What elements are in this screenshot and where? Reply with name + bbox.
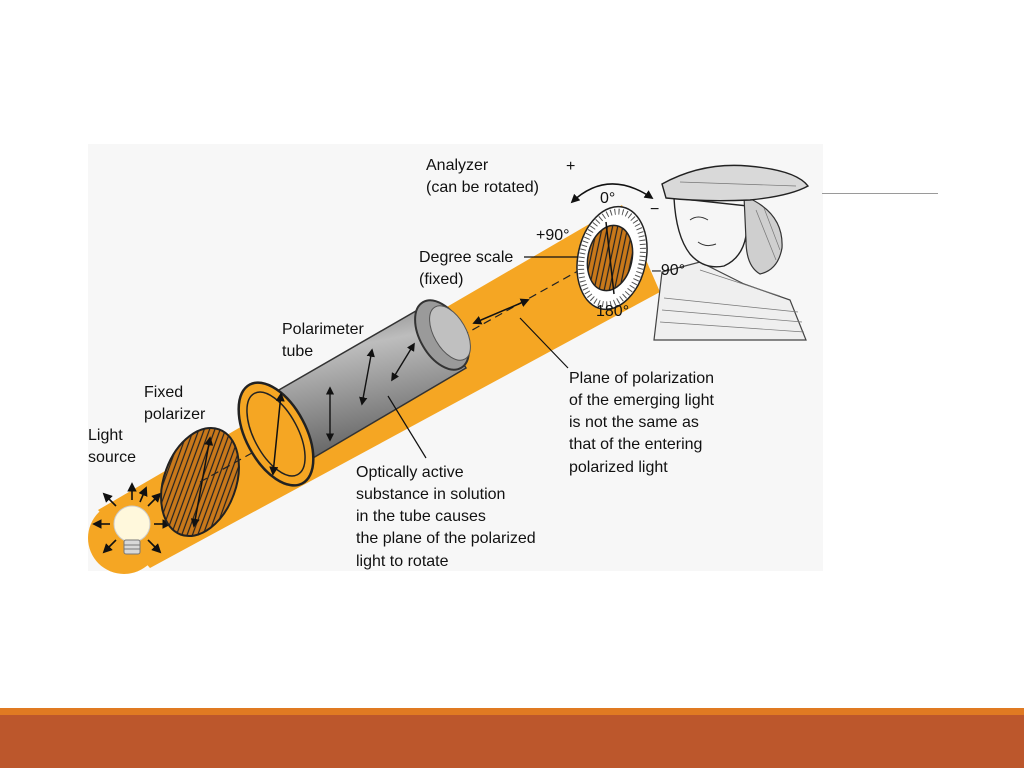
label-degree-scale-line2: (fixed) — [419, 271, 463, 288]
title-rule — [822, 193, 938, 194]
emerging-light-arrow — [472, 298, 530, 325]
plane-polarization-leader — [519, 317, 569, 369]
label-optically-active-line1: Optically active — [356, 464, 464, 481]
label-polarimeter-tube: Polarimeter tube — [282, 321, 364, 360]
label-degree-scale-line1: Degree scale — [419, 249, 513, 266]
observer-portrait — [653, 164, 810, 341]
analyzer — [576, 205, 648, 311]
footer-bar — [0, 715, 1024, 768]
label-light-source-line2: source — [88, 449, 136, 466]
label-light-source-line1: Light — [88, 427, 123, 444]
label-fixed-polarizer: Fixed polarizer — [144, 384, 206, 423]
label-plane-polarization-line3: is not the same as — [569, 414, 699, 431]
label-deg-0: 0° — [600, 190, 615, 207]
label-analyzer-line2: (can be rotated) — [426, 179, 539, 196]
label-plane-polarization-line1: Plane of polarization — [569, 370, 714, 387]
label-optically-active-line5: light to rotate — [356, 553, 449, 570]
label-deg-minus90: –90° — [652, 262, 685, 279]
optically-active-leader — [387, 395, 427, 459]
label-plane-polarization-line2: of the emerging light — [569, 392, 715, 409]
label-optically-active: Optically active substance in solution i… — [356, 464, 536, 570]
label-analyzer: Analyzer (can be rotated) — [426, 157, 539, 196]
label-optically-active-line4: the plane of the polarized — [356, 530, 536, 547]
label-analyzer-line1: Analyzer — [426, 157, 489, 174]
label-deg-plus90: +90° — [536, 227, 570, 244]
label-polarimeter-tube-line1: Polarimeter — [282, 321, 364, 338]
label-fixed-polarizer-line1: Fixed — [144, 384, 183, 401]
label-light-source: Light source — [88, 427, 136, 466]
label-deg-180: 180° — [596, 303, 629, 320]
label-plane-polarization-line4: that of the entering — [569, 436, 702, 453]
polarimeter-tube — [237, 299, 471, 487]
label-polarimeter-tube-line2: tube — [282, 343, 313, 360]
label-minus-sign: − — [650, 201, 659, 218]
rotation-arrow — [570, 183, 654, 204]
label-plus-sign: + — [566, 158, 575, 175]
label-plane-of-polarization: Plane of polarization of the emerging li… — [569, 370, 715, 476]
label-degree-scale: Degree scale (fixed) — [419, 249, 513, 288]
light-bulb-icon — [92, 482, 172, 555]
label-optically-active-line3: in the tube causes — [356, 508, 486, 525]
label-optically-active-line2: substance in solution — [356, 486, 505, 503]
footer-accent-stripe — [0, 708, 1024, 715]
label-plane-polarization-line5: polarized light — [569, 459, 668, 476]
label-fixed-polarizer-line2: polarizer — [144, 406, 206, 423]
